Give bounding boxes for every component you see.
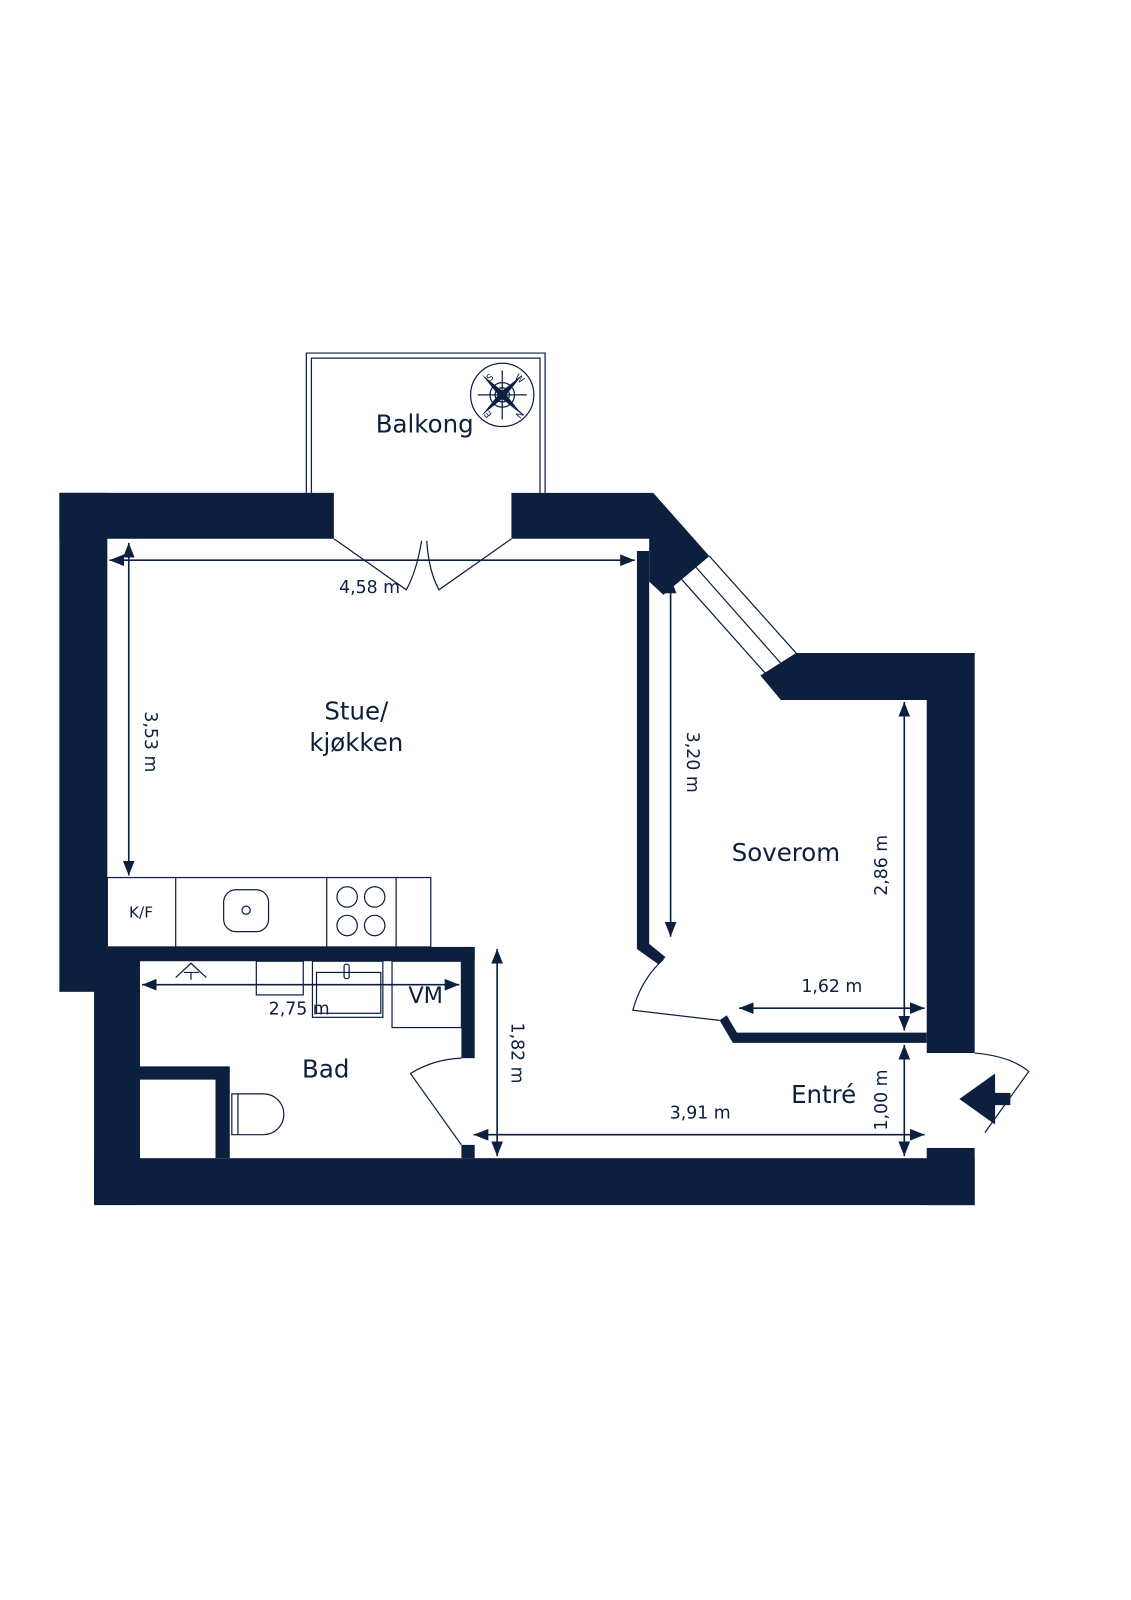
dim-living-width: 4,58 m <box>339 578 400 598</box>
balcony-railing <box>305 352 546 493</box>
dim-bedroom-depth-left: 3,20 m <box>682 732 702 793</box>
dim-living-depth: 3,53 m <box>140 711 160 772</box>
compass-e: E <box>482 408 494 420</box>
entrance-arrow-icon <box>959 1073 1011 1125</box>
bathroom-cabinet <box>255 960 304 996</box>
entrance-door[interactable] <box>974 1052 1030 1134</box>
room-label-entrance: Entré <box>791 1080 856 1109</box>
kitchen-sink <box>223 889 270 933</box>
walls <box>59 492 975 1206</box>
dim-hall-width: 1,82 m <box>506 1023 526 1084</box>
dim-bedroom-depth-right: 2,86 m <box>872 835 892 896</box>
dim-entrance-depth: 1,00 m <box>872 1070 892 1131</box>
kitchen-counter <box>106 876 432 948</box>
stove-hob <box>336 886 386 937</box>
window <box>681 555 797 674</box>
dim-bathroom-width: 2,75 m <box>269 999 330 1019</box>
room-label-bathroom: Bad <box>302 1055 349 1084</box>
compass-rose-icon: S W N E <box>469 362 535 428</box>
bathroom-door[interactable] <box>409 1057 462 1146</box>
compass-s: S <box>485 372 497 384</box>
room-label-living-2: kjøkken <box>309 728 403 757</box>
washing-machine <box>391 960 463 1029</box>
room-label-bedroom: Soverom <box>732 838 840 867</box>
balcony-door[interactable] <box>333 538 512 591</box>
toilet <box>231 1093 285 1136</box>
dim-hall-length: 3,91 m <box>670 1103 731 1123</box>
bedroom-door[interactable] <box>632 958 720 1022</box>
room-label-balcony: Balkong <box>376 410 474 439</box>
dimension-lines <box>109 542 925 1157</box>
compass-n: N <box>513 408 526 420</box>
shower-icon <box>175 962 207 980</box>
washing-machine-label: VM <box>408 983 443 1009</box>
room-label-living-1: Stue/ <box>324 696 389 725</box>
dim-bedroom-width: 1,62 m <box>801 977 862 997</box>
fridge-freezer-label: K/F <box>129 903 153 921</box>
